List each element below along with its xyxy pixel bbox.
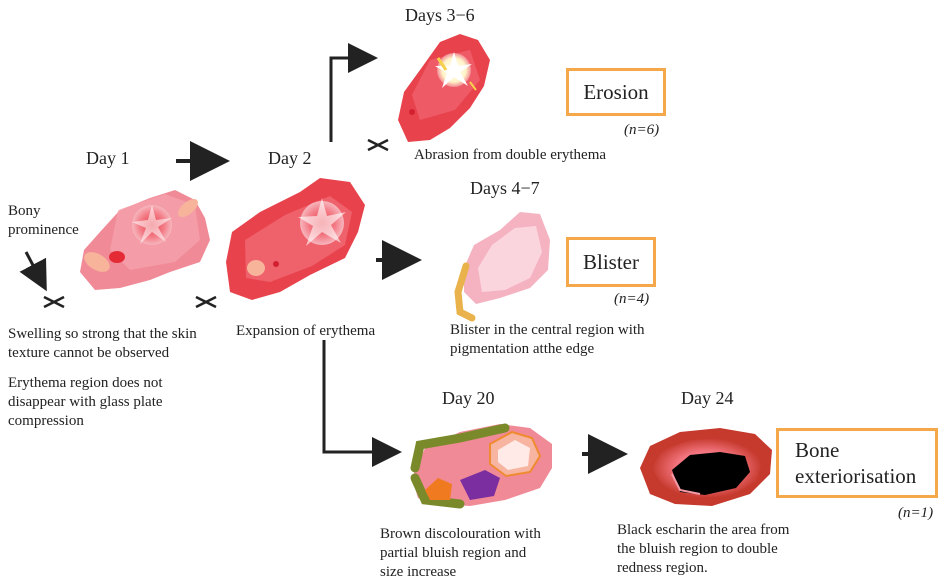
cross-marker-day1 [44, 297, 64, 307]
day24-label: Day 24 [681, 388, 734, 409]
day1-label: Day 1 [86, 148, 130, 169]
cross-marker-erosion [368, 140, 388, 150]
bone-outcome-label-2: exteriorisation [795, 463, 916, 489]
day2-label: Day 2 [268, 148, 312, 169]
bony-prominence-arrow [26, 252, 44, 286]
erythema-caption-2: disappear with glass plate [8, 393, 163, 412]
bone-exteriorisation-outcome-box: Bone exteriorisation [776, 428, 938, 498]
day24-lesion [640, 428, 772, 506]
day2-to-erosion-arrow [331, 58, 372, 142]
erosion-outcome-box: Erosion [566, 68, 666, 116]
blister-outcome-box: Blister [566, 237, 656, 287]
black-eschar-caption-1: Black escharin the area from [617, 521, 789, 540]
brown-caption-3: size increase [380, 563, 456, 582]
black-eschar-caption-3: redness region. [617, 559, 708, 578]
day2-to-day20-arrow [324, 340, 396, 452]
swelling-caption-2: texture cannot be observed [8, 344, 169, 363]
days3-6-label: Days 3−6 [405, 5, 475, 26]
expansion-caption: Expansion of erythema [236, 322, 375, 341]
erythema-caption-1: Erythema region does not [8, 374, 163, 393]
erosion-lesion [398, 34, 490, 142]
blister-caption-2: pigmentation atthe edge [450, 340, 594, 359]
brown-caption-1: Brown discolouration with [380, 525, 541, 544]
day1-lesion [80, 190, 210, 290]
cross-marker-day2 [196, 297, 216, 307]
brown-caption-2: partial bluish region and [380, 544, 526, 563]
bone-n-count: (n=1) [898, 505, 933, 522]
blister-lesion [458, 212, 550, 318]
bone-outcome-label-1: Bone [795, 437, 839, 463]
day20-lesion [412, 424, 552, 506]
bony-prominence-label-1: Bony [8, 202, 41, 221]
day2-lesion [226, 178, 365, 300]
bony-prominence-label-2: prominence [8, 221, 79, 240]
black-eschar-caption-2: the bluish region to double [617, 540, 778, 559]
days4-7-label: Days 4−7 [470, 178, 540, 199]
erosion-n-count: (n=6) [624, 122, 659, 139]
abrasion-caption: Abrasion from double erythema [414, 146, 606, 165]
blister-outcome-label: Blister [583, 250, 639, 275]
blister-caption-1: Blister in the central region with [450, 321, 645, 340]
swelling-caption-1: Swelling so strong that the skin [8, 325, 197, 344]
day20-label: Day 20 [442, 388, 495, 409]
erosion-outcome-label: Erosion [583, 80, 648, 105]
blister-n-count: (n=4) [614, 291, 649, 308]
erythema-caption-3: compression [8, 412, 84, 431]
